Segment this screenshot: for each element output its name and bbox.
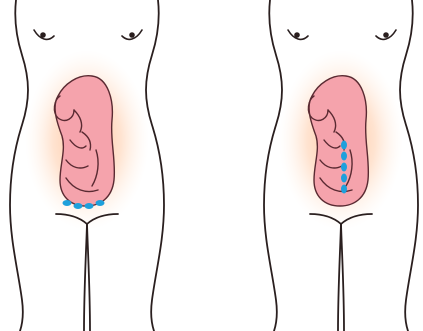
left-marker-3 [85, 203, 94, 209]
right-figure [264, 0, 418, 331]
left-fetus [54, 76, 114, 206]
right-fetus [308, 76, 368, 206]
right-marker-1 [341, 141, 347, 150]
left-chest [34, 30, 142, 39]
left-marker-4 [96, 200, 105, 206]
right-chest [288, 30, 396, 39]
right-marker-2 [341, 152, 347, 161]
left-figure [10, 0, 164, 331]
left-marker-1 [63, 200, 72, 206]
left-marker-2 [74, 203, 83, 209]
right-marker-5 [341, 185, 347, 194]
right-marker-4 [341, 174, 347, 183]
right-marker-3 [341, 163, 347, 172]
